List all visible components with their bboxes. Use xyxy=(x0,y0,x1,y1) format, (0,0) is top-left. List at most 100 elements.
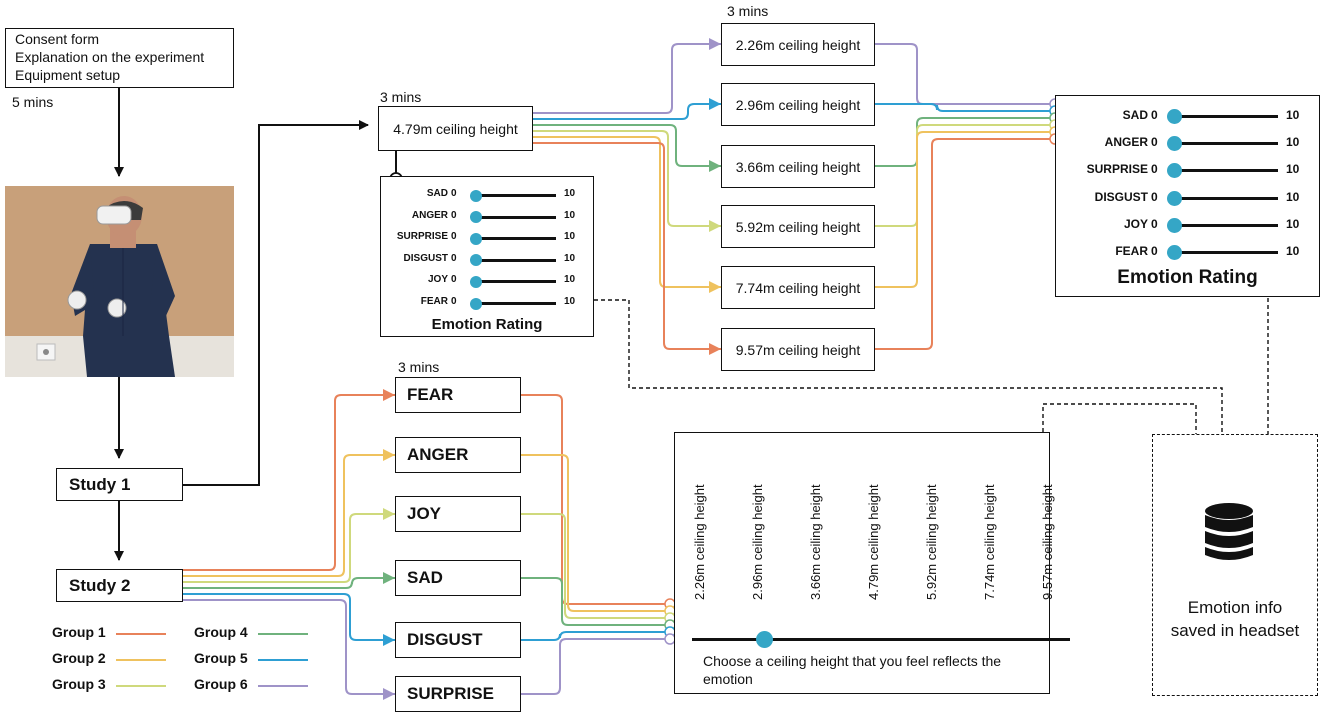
emotion-option-box: FEAR xyxy=(395,377,521,413)
storage-box xyxy=(1152,434,1318,696)
height-option-label: 9.57m ceiling height xyxy=(1040,484,1055,600)
rating-max-value: 10 xyxy=(1286,189,1300,204)
rating-emotion-label: DISGUST xyxy=(403,252,448,264)
rating-small-title: Emotion Rating xyxy=(431,316,543,333)
selection-slider-track xyxy=(692,638,1070,641)
rating-slider-track xyxy=(476,280,556,284)
rating-max-value: 10 xyxy=(564,231,576,243)
rating-max-value: 10 xyxy=(564,209,576,221)
height-option-label: 3.66m ceiling height xyxy=(808,484,823,600)
rating-min-value: 0 xyxy=(1151,216,1158,231)
group-flow-arrowhead xyxy=(383,688,395,700)
group-flow-line xyxy=(183,577,395,589)
legend-swatch xyxy=(258,659,308,661)
rating-emotion-label: FEAR xyxy=(420,296,448,307)
rating-slider-knob[interactable] xyxy=(470,189,482,202)
storage-label-line2: saved in headset xyxy=(1170,621,1300,640)
ceiling-option-box: 2.96m ceiling height xyxy=(721,83,875,126)
height-option-label: 2.96m ceiling height xyxy=(750,484,765,600)
selection-slider-knob[interactable] xyxy=(756,631,773,648)
emotion-option-label: ANGER xyxy=(407,445,469,464)
rating-min-value: 0 xyxy=(451,209,457,221)
emotion-rating-panel-large xyxy=(1055,95,1320,297)
legend-swatch xyxy=(116,659,166,661)
setup-duration: 5 mins xyxy=(12,94,54,110)
group-flow-arrowhead xyxy=(383,572,395,584)
rating-max-value: 10 xyxy=(564,296,576,307)
emotion-option-box: ANGER xyxy=(395,437,521,473)
rating-max-value: 10 xyxy=(1286,135,1300,150)
group-flow-line xyxy=(521,631,665,641)
rating-slider-knob[interactable] xyxy=(1166,163,1182,179)
height-option-label: 5.92m ceiling height xyxy=(924,484,939,600)
group-flow-line xyxy=(183,454,395,577)
selection-instruction: Choose a ceiling height that you feel re… xyxy=(703,653,1002,687)
rating-slider-track xyxy=(1174,251,1278,254)
legend-swatch xyxy=(116,633,166,635)
group-flow-line xyxy=(875,124,1050,227)
legend-group-label: Group 2 xyxy=(52,650,106,666)
rating-slider-track xyxy=(1174,115,1278,118)
group-flow-line xyxy=(183,593,395,641)
rating-max-value: 10 xyxy=(1286,108,1300,122)
ceiling-option-box: 2.26m ceiling height xyxy=(721,23,875,66)
selection-to-storage-dash xyxy=(1042,403,1197,434)
emotion-option-box: JOY xyxy=(395,496,521,532)
rating-emotion-label: ANGER xyxy=(411,209,448,221)
ceiling-option-label: 5.92m ceiling height xyxy=(735,218,861,235)
emotion-option-label: DISGUST xyxy=(407,630,483,649)
rating-max-value: 10 xyxy=(1286,244,1300,258)
rating-max-value: 10 xyxy=(564,252,576,264)
ceiling-option-label: 2.96m ceiling height xyxy=(735,96,861,113)
ceiling-option-label: 7.74m ceiling height xyxy=(735,279,861,296)
rating-slider-knob[interactable] xyxy=(470,232,482,245)
rating-slider-knob[interactable] xyxy=(1166,190,1182,206)
rating-slider-knob[interactable] xyxy=(470,297,482,310)
rating-emotion-label: SURPRISE xyxy=(1086,162,1148,177)
rating-min-value: 0 xyxy=(1151,135,1158,150)
center-duration: 3 mins xyxy=(380,89,422,105)
group-flow-arrowhead xyxy=(383,389,395,401)
group-flow-arrowhead xyxy=(709,160,721,172)
ceilings-duration: 3 mins xyxy=(727,3,769,19)
rating-slider-knob[interactable] xyxy=(1166,109,1182,124)
rating-min-value: 0 xyxy=(451,231,457,243)
ceiling-option-box: 3.66m ceiling height xyxy=(721,145,875,188)
rating-slider-track xyxy=(476,302,556,305)
rating-slider-knob[interactable] xyxy=(470,211,482,224)
rating-max-value: 10 xyxy=(1286,162,1300,177)
group-flow-arrowhead xyxy=(383,449,395,461)
rating-min-value: 0 xyxy=(451,274,457,286)
emotion-option-box: DISGUST xyxy=(395,622,521,658)
group-flow-line xyxy=(521,577,665,626)
rating-max-value: 10 xyxy=(1286,216,1300,231)
group-flow-arrowhead xyxy=(383,634,395,646)
study1-label: Study 1 xyxy=(69,474,131,494)
rating-min-value: 0 xyxy=(451,296,457,307)
rating-to-storage-dash xyxy=(594,299,1223,434)
study1-to-center-arrow xyxy=(183,120,369,486)
rating-slider-knob[interactable] xyxy=(1166,136,1182,152)
rating-slider-knob[interactable] xyxy=(470,254,482,267)
rating-slider-knob[interactable] xyxy=(470,275,482,288)
rating-slider-knob[interactable] xyxy=(1166,217,1182,233)
study2-box: Study 2 xyxy=(56,569,183,602)
rating-slider-knob[interactable] xyxy=(1166,245,1182,260)
group-flow-line xyxy=(533,124,721,167)
rating-min-value: 0 xyxy=(451,252,457,264)
group-flow-line xyxy=(875,103,1050,112)
group-flow-arrowhead xyxy=(709,343,721,355)
group-flow-arrowhead xyxy=(709,98,721,110)
group-flow-line xyxy=(183,599,395,695)
storage-label-line1: Emotion info xyxy=(1187,598,1283,617)
rating-max-value: 10 xyxy=(564,188,576,199)
rating-slider-track xyxy=(1174,196,1278,200)
rating-min-value: 0 xyxy=(1151,244,1158,258)
legend-group-label: Group 4 xyxy=(194,624,248,640)
emotion-rating-panel-small xyxy=(380,176,594,337)
ceiling-option-box: 7.74m ceiling height xyxy=(721,266,875,309)
emotion-option-label: JOY xyxy=(407,504,442,523)
legend-group-label: Group 5 xyxy=(194,650,248,666)
rating-min-value: 0 xyxy=(1151,162,1158,177)
